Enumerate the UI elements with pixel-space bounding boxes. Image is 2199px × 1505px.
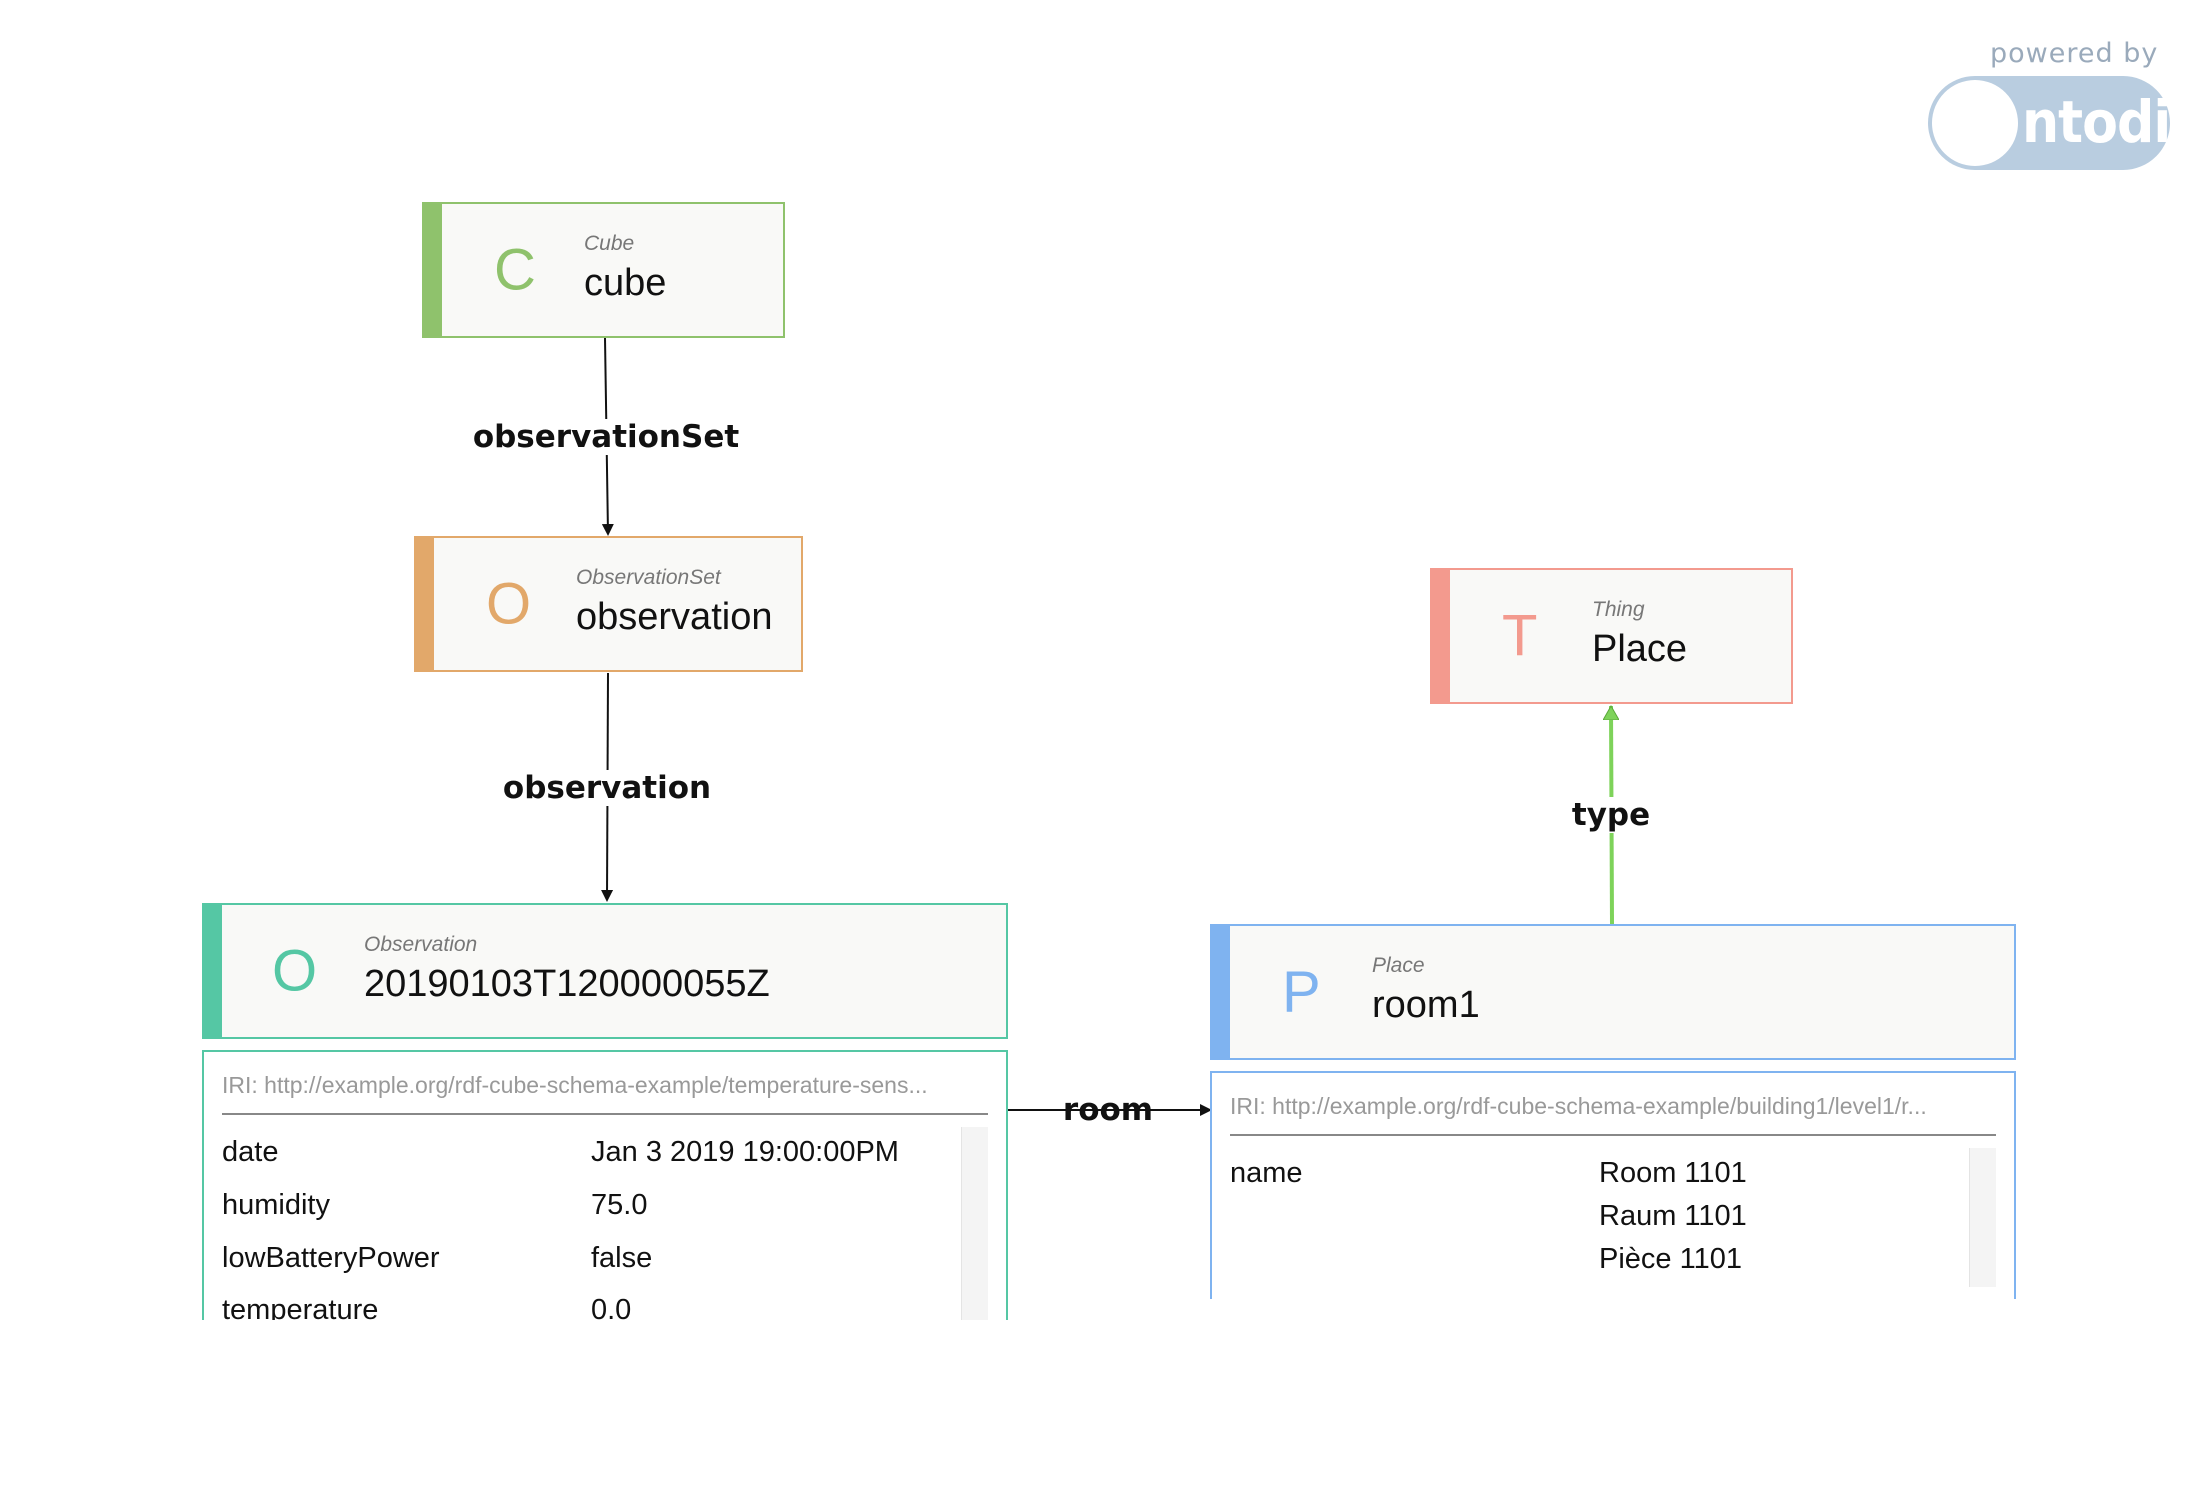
property-name: lowBatteryPower	[222, 1242, 440, 1274]
node-observation-set[interactable]: O ObservationSet observation	[414, 536, 803, 672]
node-thing-label: Place	[1592, 628, 1688, 670]
node-room-type: Place	[1372, 954, 1425, 977]
logo-wordmark: ntodia	[2022, 88, 2199, 156]
node-observation-set-label: observation	[576, 596, 773, 638]
node-observation-set-type: ObservationSet	[576, 566, 721, 589]
node-room[interactable]: P Place room1	[1210, 924, 2016, 1060]
node-cube-letter-icon: C	[494, 237, 536, 303]
property-name: name	[1230, 1157, 1303, 1189]
room-properties-panel[interactable]: IRI: http://example.org/rdf-cube-schema-…	[1210, 1071, 2016, 1299]
node-cube[interactable]: C Cube cube	[422, 202, 785, 338]
edge-label-observation[interactable]: observation	[498, 770, 716, 806]
property-name: date	[222, 1136, 279, 1168]
node-observation-type: Observation	[364, 933, 478, 956]
node-thing-type: Thing	[1592, 598, 1645, 621]
node-observation-set-stripe	[414, 536, 434, 672]
node-observation-set-letter-icon: O	[486, 571, 532, 637]
node-observation[interactable]: O Observation 20190103T120000055Z	[202, 903, 1008, 1039]
node-observation-stripe	[202, 903, 222, 1039]
edge-label-type[interactable]: type	[1567, 797, 1655, 833]
node-observation-label: 20190103T120000055Z	[364, 963, 770, 1005]
property-value: Jan 3 2019 19:00:00PM	[591, 1136, 899, 1168]
property-name: temperature	[222, 1294, 379, 1320]
node-thing-stripe	[1430, 568, 1450, 704]
property-value: 0.0	[591, 1294, 632, 1320]
property-value: 75.0	[591, 1189, 648, 1221]
property-value: false	[591, 1242, 653, 1274]
node-cube-stripe	[422, 202, 442, 338]
room-properties-scrollbar[interactable]	[1969, 1148, 1996, 1287]
property-value: Pièce 1101	[1599, 1243, 1742, 1275]
edge-label-room[interactable]: room	[1062, 1092, 1154, 1128]
node-cube-label: cube	[584, 262, 667, 304]
property-value: Room 1101	[1599, 1157, 1747, 1189]
node-thing-letter-icon: T	[1502, 603, 1538, 669]
node-room-stripe	[1210, 924, 1230, 1060]
observation-properties-panel[interactable]: IRI: http://example.org/rdf-cube-schema-…	[202, 1050, 1008, 1320]
logo-powered-by: powered by	[1990, 38, 2159, 69]
room-iri[interactable]: IRI: http://example.org/rdf-cube-schema-…	[1230, 1093, 1996, 1136]
node-room-letter-icon: P	[1282, 959, 1321, 1025]
property-value: Raum 1101	[1599, 1200, 1747, 1232]
ontodia-logo[interactable]: powered by ntodia	[1925, 30, 2199, 180]
node-room-label: room1	[1372, 984, 1480, 1026]
property-name: humidity	[222, 1189, 330, 1221]
edge-label-observationset[interactable]: observationSet	[468, 419, 744, 455]
observation-properties-scrollbar[interactable]	[961, 1127, 988, 1320]
logo-knob	[1932, 80, 2018, 166]
observation-iri[interactable]: IRI: http://example.org/rdf-cube-schema-…	[222, 1072, 988, 1115]
node-cube-type: Cube	[584, 232, 635, 255]
node-observation-letter-icon: O	[272, 938, 318, 1004]
node-thing[interactable]: T Thing Place	[1430, 568, 1793, 704]
